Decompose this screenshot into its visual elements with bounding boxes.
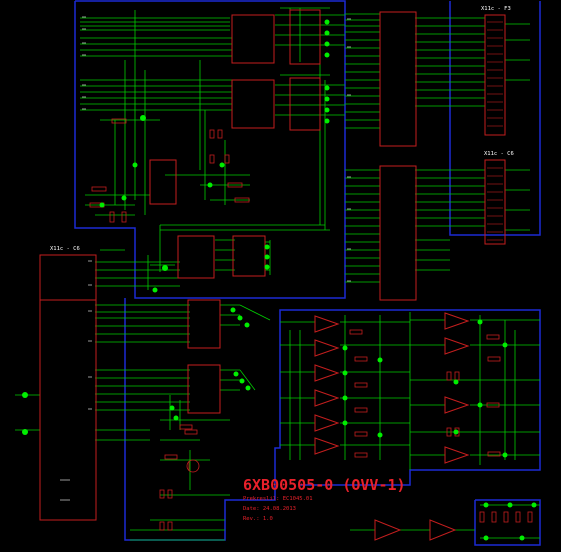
ic-u3 [149, 159, 177, 205]
connector-left-label: X11c - C6 [50, 246, 80, 252]
connectors-graphic [39, 14, 506, 521]
ic-u5 [232, 235, 266, 277]
wires [15, 7, 540, 541]
junctions [22, 19, 537, 541]
transistors [186, 459, 200, 473]
schematic-title: 6XB00505-0 (OVV-1) [243, 476, 406, 494]
info-drawn-by: Prekreslil: EC1045.01 [243, 496, 313, 502]
info-revision: Rev.: 1.0 [243, 516, 273, 522]
ic-u1 [231, 14, 275, 64]
ic-u7 [187, 364, 221, 414]
ic-u2 [231, 79, 275, 129]
connector-c6-label: X11c - C6 [484, 151, 514, 157]
connector-c6-body [484, 159, 506, 245]
info-date: Date: 24.08.2013 [243, 506, 296, 512]
ic-u9 [379, 165, 417, 301]
connector-f3-body [484, 14, 506, 136]
ic-u6 [187, 299, 221, 349]
resistor-network-2 [289, 77, 321, 131]
resistor-network-1 [289, 9, 321, 65]
pin-number-marks [60, 16, 351, 501]
buffer-gates [314, 312, 470, 541]
connector-left-body [39, 254, 97, 521]
ic-u8 [379, 11, 417, 147]
integrated-circuits [149, 9, 417, 414]
connector-pins [487, 21, 503, 241]
connector-f3-label: X11c - F3 [481, 6, 511, 12]
passive-components [89, 118, 533, 531]
ic-u4 [177, 235, 215, 279]
